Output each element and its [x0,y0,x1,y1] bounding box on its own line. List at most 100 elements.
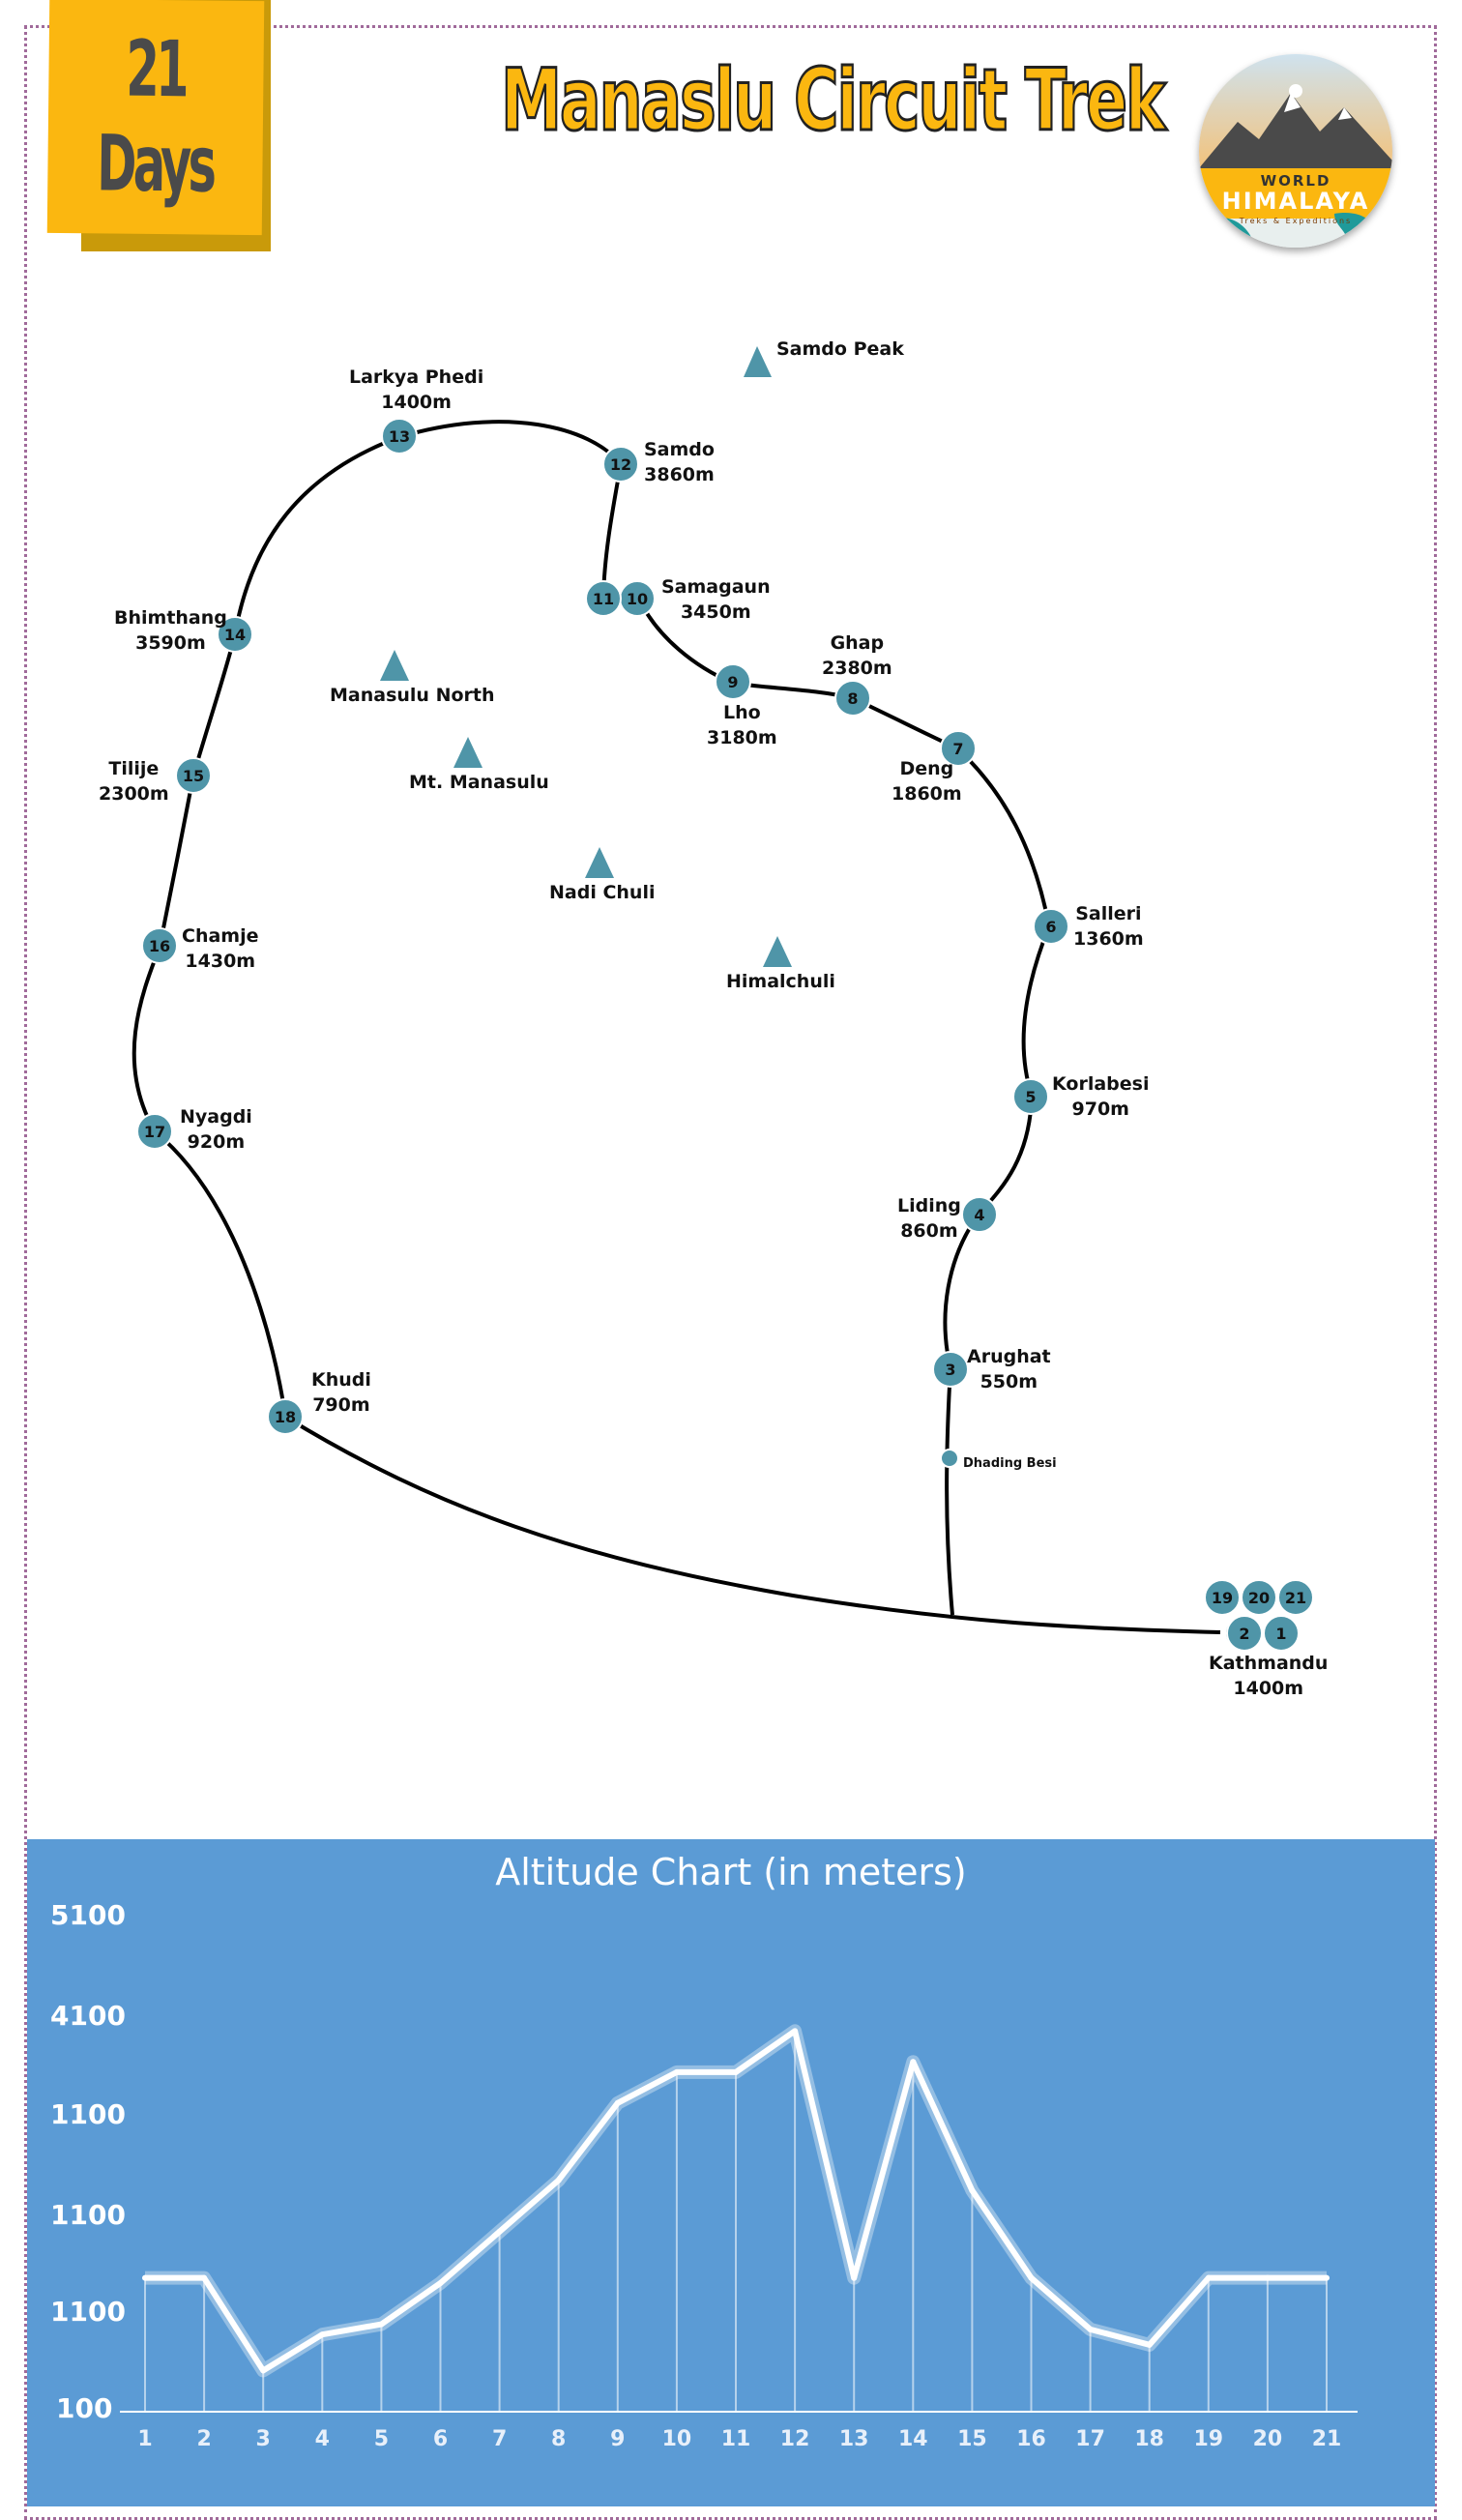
x-tick-4: 4 [314,2427,330,2451]
stop-node-9: 9 [715,663,751,700]
stop-node-2: 2 [1226,1615,1263,1652]
altitude-point-18 [1146,2341,1153,2348]
x-tick-17: 17 [1075,2427,1105,2451]
stop-node-4: 4 [961,1196,998,1233]
altitude-point-10 [673,2068,680,2075]
stop-node-17: 17 [136,1113,173,1150]
stop-node-8: 8 [834,680,871,717]
stop-label-kathmandu: Kathmandu 1400m [1209,1651,1328,1701]
stop-label-13: Larkya Phedi 1400m [349,365,483,415]
stop-node-20: 20 [1241,1579,1277,1616]
stop-name-3: Arughat [967,1346,1051,1367]
altitude-point-11 [733,2068,739,2075]
altitude-point-14 [910,2059,917,2066]
chart-title: Altitude Chart (in meters) [495,1851,967,1893]
peak-mt-manasulu [453,737,482,768]
peak-label-himalchuli: Himalchuli [726,971,835,992]
stop-node-18: 18 [267,1398,304,1435]
altitude-point-15 [969,2187,976,2194]
y-tick-3: 1100 [50,2199,126,2231]
altitude-point-3 [260,2367,267,2374]
stop-node-14: 14 [217,616,253,653]
stop-label-12: Samdo 3860m [644,437,715,487]
peak-nadi-chuli [585,847,614,878]
stop-alt-18: 790m [312,1394,370,1416]
stop-name-10: Samagaun [661,576,771,598]
stop-name-16: Chamje [182,925,259,947]
stop-alt-5: 970m [1071,1099,1129,1120]
altitude-point-9 [614,2099,621,2106]
x-tick-7: 7 [491,2427,508,2451]
altitude-point-8 [555,2177,562,2183]
stop-label-4: Liding 860m [897,1193,961,1244]
peak-label-nadi-chuli: Nadi Chuli [549,882,656,903]
stop-alt-kathmandu: 1400m [1233,1678,1304,1699]
stop-label-10: Samagaun 3450m [661,574,771,625]
y-tick-2: 1100 [50,2296,126,2328]
waypoint-label: Dhading Besi [963,1456,1057,1471]
x-tick-18: 18 [1134,2427,1164,2451]
stop-node-1b: 1 [1263,1615,1300,1652]
stop-alt-8: 2380m [822,658,892,679]
altitude-point-20 [1264,2274,1271,2281]
peak-label-manasulu-north: Manasulu North [330,685,495,706]
altitude-point-5 [378,2321,385,2328]
stop-node-15: 15 [175,757,212,794]
y-tick-6: 5100 [50,1899,126,1931]
stop-label-9: Lho 3180m [707,700,777,750]
stop-node-7: 7 [940,730,977,767]
x-tick-12: 12 [779,2427,810,2451]
stop-node-12: 12 [602,446,639,483]
stop-node-19: 19 [1204,1579,1241,1616]
x-tick-11: 11 [720,2427,751,2451]
altitude-point-4 [319,2331,326,2338]
stop-name-12: Samdo [644,439,715,460]
stop-alt-16: 1430m [185,951,256,972]
waypoint-node [940,1449,959,1468]
stop-alt-17: 920m [187,1131,246,1153]
stop-label-7: Deng 1860m [892,756,962,806]
altitude-point-6 [437,2280,444,2286]
stop-label-5: Korlabesi 970m [1052,1071,1149,1122]
stop-name-9: Lho [723,702,761,723]
stop-alt-3: 550m [980,1371,1038,1392]
peak-label-mt-manasulu: Mt. Manasulu [409,772,549,793]
altitude-point-7 [496,2228,503,2235]
route-map [132,346,1221,1634]
x-tick-8: 8 [551,2427,567,2451]
stop-alt-15: 2300m [99,783,169,805]
altitude-point-13 [851,2274,858,2281]
y-tick-5: 4100 [50,2000,126,2032]
stop-name-8: Ghap [830,632,885,654]
x-tick-5: 5 [373,2427,390,2451]
stop-alt-6: 1360m [1073,928,1144,950]
stop-name-7: Deng [899,758,954,779]
stop-name-17: Nyagdi [180,1106,252,1128]
x-tick-10: 10 [661,2427,692,2451]
stop-label-8: Ghap 2380m [822,630,892,681]
altitude-point-2 [201,2274,208,2281]
stop-alt-9: 3180m [707,727,777,748]
altitude-plot [120,2024,1358,2413]
altitude-point-19 [1205,2274,1212,2281]
stop-label-18: Khudi 790m [311,1367,371,1418]
x-tick-16: 16 [1016,2427,1046,2451]
altitude-chart: Altitude Chart (in meters) 5100 4100 110… [27,1839,1435,2506]
stop-alt-10: 3450m [680,601,751,623]
stop-name-5: Korlabesi [1052,1073,1150,1095]
x-tick-15: 15 [957,2427,987,2451]
x-tick-6: 6 [432,2427,449,2451]
logo-line2: HIMALAYA [1221,188,1370,215]
stop-node-10: 10 [619,580,656,617]
stop-alt-14: 3590m [135,632,206,654]
peak-samdo-peak [744,346,772,377]
x-tick-2: 2 [196,2427,212,2451]
stop-node-3: 3 [932,1351,969,1388]
stop-alt-12: 3860m [644,464,715,485]
peak-label-samdo-peak: Samdo Peak [776,338,904,360]
peak-manasulu-north [380,650,409,681]
stop-name-kathmandu: Kathmandu [1209,1653,1329,1674]
stop-name-13: Larkya Phedi [349,366,484,388]
y-tick-4: 1100 [50,2098,126,2130]
x-tick-3: 3 [255,2427,271,2451]
